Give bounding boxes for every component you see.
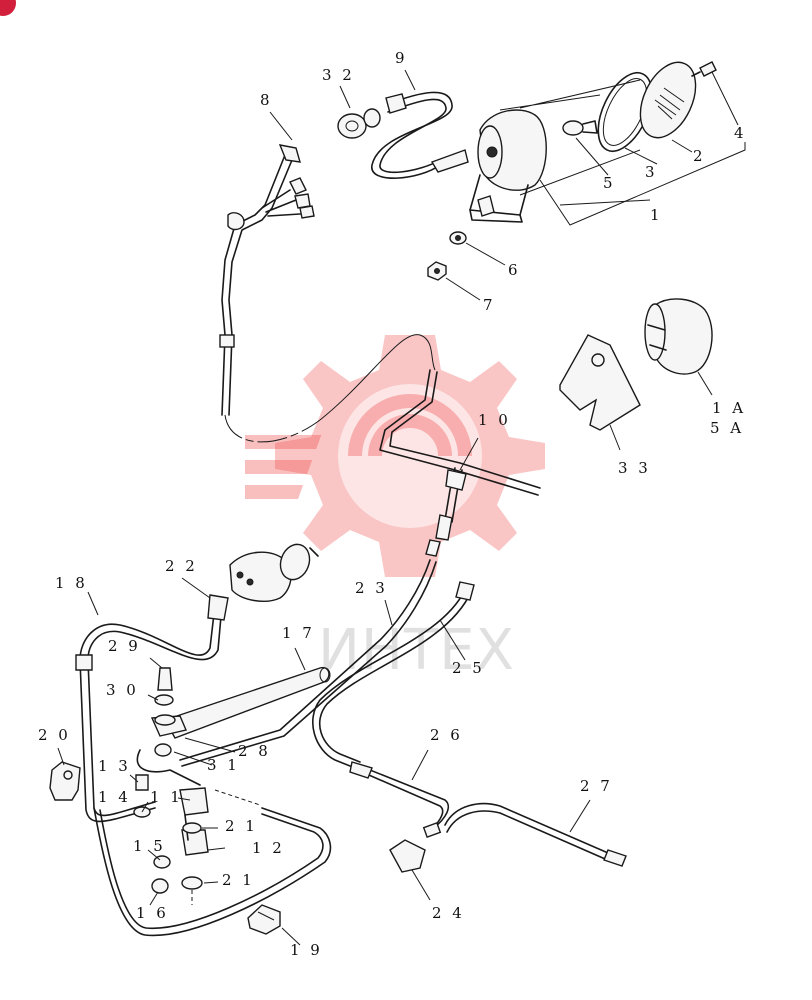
- bracket-33: [559, 334, 641, 431]
- callout-14: 1 4: [98, 788, 131, 806]
- cable-27: [444, 802, 627, 867]
- harness-18: [75, 594, 229, 823]
- callout-20: 2 0: [38, 726, 71, 744]
- lens: [639, 61, 697, 139]
- watermark-gear-logo: [245, 335, 545, 577]
- leader-lines: [57, 69, 739, 946]
- callout-15: 1 5: [133, 837, 166, 855]
- callout-23: 2 3: [355, 579, 388, 597]
- bracket-20: [49, 761, 81, 801]
- callout-6: 6: [508, 261, 521, 279]
- callout-22: 2 2: [165, 557, 198, 575]
- cable-lower-loop: [93, 807, 332, 937]
- connector-24: [389, 822, 442, 873]
- callout-5: 5: [603, 174, 616, 192]
- tube-17: [163, 666, 331, 739]
- screw: [691, 61, 717, 77]
- lamp-lead-lines: [499, 79, 746, 226]
- harness-8: [219, 144, 436, 443]
- callout-25: 2 5: [452, 659, 485, 677]
- callout-1: 1: [650, 206, 663, 224]
- callout-1a: 1 A: [712, 399, 747, 417]
- cable-25: [311, 581, 475, 771]
- callout-28: 2 8: [238, 742, 271, 760]
- watermark-text: ИНТЕХ: [318, 618, 515, 683]
- callout-29: 2 9: [108, 637, 141, 655]
- grommet-32: [337, 108, 381, 139]
- callout-31: 3 1: [207, 756, 240, 774]
- callout-19: 1 9: [290, 941, 323, 959]
- clip-19: [247, 904, 281, 935]
- callout-32: 3 2: [322, 66, 355, 84]
- callout-12: 1 2: [252, 839, 285, 857]
- callout-27: 2 7: [580, 777, 613, 795]
- callout-13: 1 3: [98, 757, 131, 775]
- harness-10: [379, 369, 541, 557]
- callout-18: 1 8: [55, 574, 88, 592]
- callout-21-lower: 2 1: [222, 871, 255, 889]
- callout-21-upper: 2 1: [225, 817, 258, 835]
- callout-7: 7: [483, 296, 496, 314]
- horn-22: [229, 543, 319, 602]
- bulb: [562, 120, 598, 136]
- callout-5a: 5 A: [710, 419, 745, 437]
- callout-17: 1 7: [282, 624, 315, 642]
- corner-badge: [0, 0, 16, 16]
- callout-4: 4: [734, 124, 747, 142]
- switch-assembly: [133, 667, 261, 905]
- lamp-alt-1a: [644, 298, 713, 375]
- cable-23: [179, 559, 437, 767]
- callout-10: 1 0: [478, 411, 511, 429]
- callout-8: 8: [260, 91, 273, 109]
- nut-7: [427, 261, 447, 281]
- nut-6: [449, 231, 467, 245]
- callout-11: 1 1: [150, 788, 183, 806]
- harness-9: [371, 91, 469, 179]
- cable-26: [349, 761, 450, 833]
- callout-24: 2 4: [432, 904, 465, 922]
- callout-2: 2: [693, 147, 706, 165]
- callout-26: 2 6: [430, 726, 463, 744]
- callout-16: 1 6: [136, 904, 169, 922]
- callout-33: 3 3: [618, 459, 651, 477]
- callout-30: 3 0: [106, 681, 139, 699]
- callout-3: 3: [645, 163, 658, 181]
- lamp-body: [469, 109, 547, 223]
- bolt-stud: [477, 195, 495, 217]
- callout-9: 9: [395, 49, 408, 67]
